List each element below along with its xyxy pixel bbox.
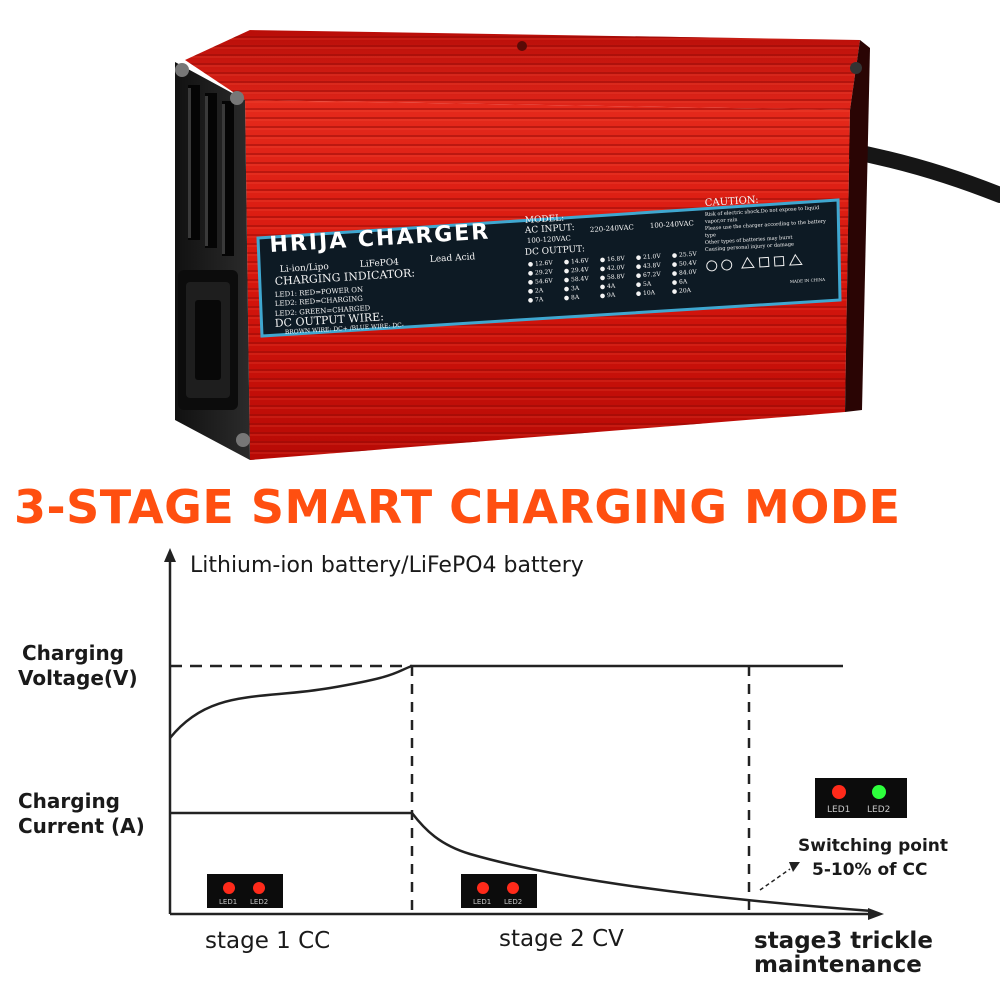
svg-text:LED2: LED2	[250, 898, 268, 906]
svg-text:LED1: LED1	[219, 898, 237, 906]
dc-output-spec: ● 7A	[528, 296, 544, 304]
dc-output-spec: ● 3A	[564, 285, 580, 293]
dc-output-spec: ● 14.6V	[564, 257, 590, 266]
led-indicator-stage2: LED1 LED2	[461, 874, 537, 908]
current-axis-label: Charging	[18, 789, 120, 813]
charging-stage-diagram: Lithium-ion battery/LiFePO4 battery Char…	[18, 548, 948, 978]
led2-red	[507, 882, 519, 894]
y-axis-arrow	[164, 548, 176, 562]
svg-text:CAUTION:: CAUTION:	[705, 195, 759, 209]
dc-output-spec: ● 9A	[600, 292, 616, 300]
svg-text:Causing personal injury or dam: Causing personal injury or damage	[705, 242, 794, 253]
dc-output-spec: ● 29.4V	[564, 266, 590, 275]
headline-title: 3-STAGE SMART CHARGING MODE	[14, 480, 901, 534]
stage3-label: stage3 trickle	[754, 928, 933, 954]
voltage-axis-label: Charging	[22, 641, 124, 665]
dc-output-spec: ● 2A	[528, 287, 544, 295]
screw	[175, 63, 189, 77]
vent-grille	[188, 85, 234, 256]
svg-text:AC INPUT:: AC INPUT:	[524, 223, 575, 236]
svg-text:LED2: LED2	[867, 805, 890, 815]
stage1-label: stage 1 CC	[205, 928, 330, 954]
charger-product-photo: HRIJA CHARGER Li-ion/Lipo LiFePO4 Lead A…	[175, 30, 1000, 460]
certification-marks	[706, 253, 803, 272]
dc-output-spec-grid: ● 12.6V ● 14.6V ● 16.8V ● 21.0V ● 25.5V ● 29.…	[528, 251, 698, 304]
current-curve	[170, 811, 873, 913]
dc-output-spec: ● 58.8V	[600, 273, 626, 282]
dc-output-spec: ● 67.2V	[636, 271, 662, 280]
svg-text:LiFePO4: LiFePO4	[360, 258, 400, 270]
svg-text:100-120VAC: 100-120VAC	[527, 234, 571, 245]
svg-text:LED1: LED1	[827, 805, 850, 815]
stage3-label: maintenance	[754, 952, 922, 978]
dc-output-spec: ● 43.8V	[636, 262, 662, 271]
screw	[230, 91, 244, 105]
dc-output-spec: ● 5A	[636, 280, 652, 288]
svg-text:type: type	[705, 232, 716, 239]
switching-arrow	[759, 868, 791, 891]
dc-output-spec: ● 25.5V	[672, 251, 698, 260]
current-axis-label: Current (A)	[18, 814, 145, 838]
stage2-label: stage 2 CV	[499, 926, 624, 952]
dc-output-spec: ● 8A	[564, 294, 580, 302]
charger-end-cap	[845, 40, 870, 412]
diagram-title: Lithium-ion battery/LiFePO4 battery	[190, 553, 584, 578]
dc-output-spec: ● 58.4V	[564, 275, 590, 284]
dc-output-spec: ● 6A	[672, 278, 688, 286]
screw	[236, 433, 250, 447]
dc-output-spec: ● 4A	[600, 283, 616, 291]
svg-text:Lead Acid: Lead Acid	[430, 252, 476, 265]
dc-output-spec: ● 10A	[636, 289, 656, 297]
switching-point-label: Switching point	[798, 836, 948, 856]
svg-text:Other types of batteries may b: Other types of batteries may burst	[705, 235, 793, 246]
dc-output-spec: ● 84.0V	[672, 269, 698, 278]
dc-output-spec: ● 54.6V	[528, 277, 554, 286]
led1-red	[223, 882, 235, 894]
svg-text:220-240VAC: 220-240VAC	[590, 223, 634, 234]
svg-text:LED1: LED1	[473, 898, 491, 906]
led-indicator-stage1: LED1 LED2	[207, 874, 283, 908]
dc-output-spec: ● 21.0V	[636, 253, 662, 262]
dc-output-spec: ● 29.2V	[528, 268, 554, 277]
svg-text:LED2: LED2	[504, 898, 522, 906]
svg-text:DC OUTPUT:: DC OUTPUT:	[525, 244, 586, 258]
voltage-curve	[169, 664, 843, 739]
led1-red	[477, 882, 489, 894]
led2-red	[253, 882, 265, 894]
ac-socket	[178, 270, 238, 410]
led1-red	[832, 785, 846, 799]
dc-output-spec: ● 42.0V	[600, 264, 626, 273]
svg-text:100-240VAC: 100-240VAC	[650, 219, 694, 230]
svg-text:vapor,or rain: vapor,or rain	[704, 217, 739, 225]
switching-point-label: 5-10% of CC	[812, 860, 927, 880]
led2-green	[872, 785, 886, 799]
dc-output-spec: ● 50.4V	[672, 260, 698, 269]
voltage-axis-label: Voltage(V)	[18, 666, 138, 690]
dc-output-spec: ● 16.8V	[600, 255, 626, 264]
svg-text:Li-ion/Lipo: Li-ion/Lipo	[280, 262, 330, 275]
dc-output-spec: ● 12.6V	[528, 259, 554, 268]
led-indicator-stage3: LED1 LED2	[815, 778, 907, 818]
svg-text:MODEL:: MODEL:	[525, 214, 565, 226]
svg-text:MADE IN CHINA: MADE IN CHINA	[790, 277, 826, 284]
power-cable	[837, 142, 1000, 203]
dc-output-spec: ● 20A	[672, 287, 692, 295]
